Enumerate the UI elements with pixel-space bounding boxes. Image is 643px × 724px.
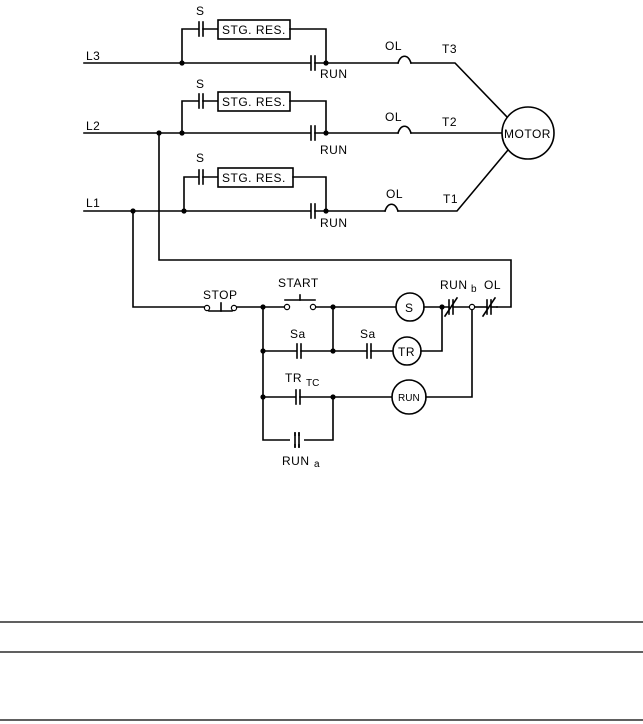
s-contact-l2-label: S: [196, 77, 205, 91]
ol-control-contact: OL: [475, 278, 501, 316]
s-contact-l3-label: S: [196, 4, 205, 18]
start-label: START: [278, 276, 319, 290]
overload-l3-label: OL: [385, 39, 402, 53]
terminal-t3-label: T3: [442, 42, 457, 56]
tr-tc-subscript: TC: [306, 378, 319, 389]
run-a-subscript: a: [314, 459, 320, 470]
sa-seal-contact: Sa: [263, 307, 366, 358]
s-contact-l1-label: S: [196, 151, 205, 165]
run-b-label: RUN: [440, 278, 468, 292]
line-l3-label: L3: [86, 49, 100, 63]
ol-control-label: OL: [484, 278, 501, 292]
overload-l1-label: OL: [386, 187, 403, 201]
overload-l2-label: OL: [385, 110, 402, 124]
start-pushbutton: START: [260, 276, 396, 310]
control-feed-l1: [133, 211, 204, 307]
line-l2-label: L2: [86, 119, 100, 133]
coil-s: S: [396, 293, 449, 321]
run-contact-l1-label: RUN: [320, 216, 348, 230]
line-l2-circuit: L2 STG. RES. S RUN OL T2: [84, 77, 502, 157]
coil-run-label: RUN: [398, 393, 420, 404]
run-contact-l2-label: RUN: [320, 143, 348, 157]
line-l1-label: L1: [86, 196, 100, 210]
tr-tc-branch: TR TC RUN: [263, 310, 472, 414]
motor-label: MOTOR: [504, 127, 551, 141]
tr-tc-label: TR: [285, 371, 302, 385]
terminal-t1-label: T1: [443, 192, 458, 206]
sa-tr-label: Sa: [360, 327, 376, 341]
sa-seal-label: Sa: [290, 327, 306, 341]
run-a-contact: RUN a: [282, 433, 320, 470]
starting-resistor-l1-label: STG. RES.: [222, 171, 286, 185]
motor: MOTOR: [502, 107, 554, 159]
line-l1-circuit: L1 STG. RES. S RUN OL T1: [84, 150, 508, 230]
stop-label: STOP: [203, 288, 237, 302]
coil-s-label: S: [405, 301, 414, 315]
run-contact-l3-label: RUN: [320, 67, 348, 81]
starting-resistor-l3-label: STG. RES.: [222, 23, 286, 37]
run-a-label: RUN: [282, 454, 310, 468]
coil-tr-label: TR: [398, 345, 415, 359]
starting-resistor-l2-label: STG. RES.: [222, 95, 286, 109]
terminal-t2-label: T2: [442, 115, 457, 129]
run-b-subscript: b: [471, 284, 477, 295]
stop-pushbutton: STOP: [203, 288, 284, 311]
